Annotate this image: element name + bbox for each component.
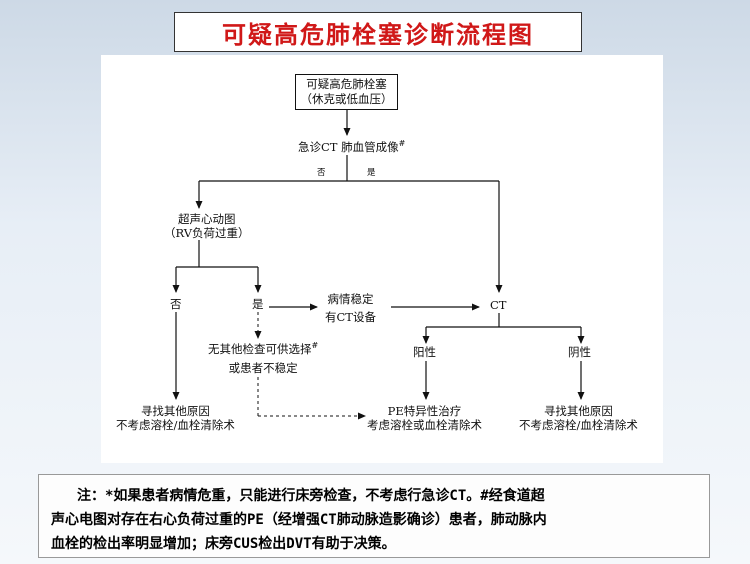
ct-imaging-sup: # [398, 139, 406, 148]
no-other-node: 无其他检查可供选择# 或患者不稳定 [208, 339, 318, 375]
flowchart-diagram: 可疑高危肺栓塞 （休克或低血压） 急诊CT 肺血管成像# 否 是 超声心动图 （… [101, 55, 663, 463]
start-node: 可疑高危肺栓塞 （休克或低血压） [295, 74, 398, 110]
pe-line1: PE特异性治疗 [387, 404, 462, 418]
stable-line1: 病情稳定 [327, 292, 374, 306]
positive-node: 阳性 [413, 345, 436, 359]
echo-node: 超声心动图 （RV负荷过重） [164, 212, 250, 240]
negative-node: 阴性 [568, 345, 591, 359]
branch-yes-label: 是 [367, 168, 376, 178]
pe-line2: 考虑溶栓或血栓清除术 [367, 418, 482, 432]
branch-no-label: 否 [317, 168, 326, 178]
no-other-line2: 或患者不稳定 [228, 360, 298, 375]
ct-imaging-label: 急诊CT 肺血管成像 [298, 139, 399, 154]
other-left-line1: 寻找其他原因 [140, 404, 210, 418]
note-line2: 声心电图对存在右心负荷过重的PE（经增强CT肺动脉造影确诊）患者，肺动脉内 [51, 512, 547, 528]
start-line1: 可疑高危肺栓塞 [306, 77, 387, 91]
ct-node: CT [490, 298, 507, 312]
start-line2: （休克或低血压） [300, 92, 393, 106]
note-line1: 注：*如果患者病情危重，只能进行床旁检查，不考虑行急诊CT。#经食道超 [77, 488, 545, 504]
other-right-line2: 不考虑溶栓/血栓清除术 [519, 418, 638, 432]
no-other-line1: 无其他检查可供选择 [208, 341, 312, 356]
note-box: 注：*如果患者病情危重，只能进行床旁检查，不考虑行急诊CT。#经食道超 声心电图… [38, 474, 710, 558]
no-other-sup: # [311, 341, 319, 350]
title-text: 可疑高危肺栓塞诊断流程图 [222, 19, 534, 49]
echo-line2: （RV负荷过重） [164, 226, 250, 240]
note-line3: 血栓的检出率明显增加；床旁CUS检出DVT有助于决策。 [51, 536, 396, 552]
pe-treatment-node: PE特异性治疗 考虑溶栓或血栓清除术 [367, 404, 482, 432]
ct-imaging-node: 急诊CT 肺血管成像# [298, 137, 405, 154]
echo-no-label: 否 [170, 297, 182, 311]
stable-node: 病情稳定 有CT设备 [325, 292, 376, 324]
other-left-node: 寻找其他原因 不考虑溶栓/血栓清除术 [116, 404, 235, 432]
other-right-line1: 寻找其他原因 [543, 404, 613, 418]
echo-line1: 超声心动图 [178, 212, 236, 226]
stable-line2: 有CT设备 [325, 310, 376, 324]
other-right-node: 寻找其他原因 不考虑溶栓/血栓清除术 [519, 404, 638, 432]
page-title: 可疑高危肺栓塞诊断流程图 [174, 12, 582, 52]
other-left-line2: 不考虑溶栓/血栓清除术 [116, 418, 235, 432]
echo-yes-label: 是 [252, 297, 264, 311]
flowchart-connectors [172, 110, 585, 420]
